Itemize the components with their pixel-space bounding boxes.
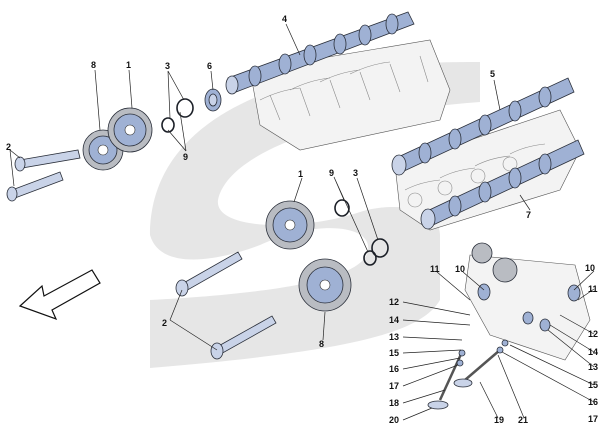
callout-6: 6 [207,61,212,71]
front-direction-arrow-icon [18,269,101,321]
callout-labels: 4 5 6 8 1 3 9 2 7 1 9 3 2 8 11 10 10 11 … [6,14,598,425]
callout-1-upper: 1 [126,60,131,70]
callout-12-left: 12 [389,297,399,307]
callout-14-right: 14 [588,347,598,357]
callout-1-lower: 1 [298,169,303,179]
callout-21: 21 [518,415,528,425]
callout-16-left: 16 [389,364,399,374]
bolts-2-lower [175,251,277,360]
callout-17-right: 17 [588,414,598,424]
callout-15-right: 15 [588,380,598,390]
callout-3-upper: 3 [165,61,170,71]
callout-8-lower: 8 [319,339,324,349]
seal-rings-upper [161,98,194,133]
seal-rings-lower [334,199,389,266]
cam-phaser-1-upper [107,107,153,153]
cam-phaser-1-lower [265,200,315,250]
callout-2-lower: 2 [162,318,167,328]
right-head-assembly [394,109,581,231]
callout-2-upper: 2 [6,142,11,152]
valve-springs [456,339,509,367]
callout-7: 7 [526,210,531,220]
callout-18: 18 [389,398,399,408]
exhaust-valve [453,349,501,388]
intake-valve [427,351,464,410]
lower-right-head-assembly [464,242,591,361]
callout-9-lower: 9 [329,168,334,178]
callout-3-lower: 3 [353,168,358,178]
callout-5: 5 [490,69,495,79]
callout-11-left: 11 [430,264,440,274]
callout-13-right: 13 [588,362,598,372]
callout-16-right: 16 [588,397,598,407]
callout-10-right: 10 [585,263,595,273]
callout-13-left: 13 [389,332,399,342]
cam-phaser-8-lower [298,258,352,312]
callout-9-upper: 9 [183,152,188,162]
camshaft-5 [391,77,575,176]
callout-14-left: 14 [389,315,399,325]
callout-12-right: 12 [588,329,598,339]
callout-19: 19 [494,415,504,425]
callout-15-left: 15 [389,348,399,358]
leader-lines [9,23,595,421]
callout-20: 20 [389,415,399,425]
camshaft-upper [225,11,415,95]
bolts-2-upper [6,149,81,202]
upper-head-assembly [249,39,451,151]
camshaft-end-seal [204,88,222,112]
callout-4: 4 [282,14,287,24]
callout-10-left: 10 [455,264,465,274]
callout-17-left: 17 [389,381,399,391]
callout-8-upper: 8 [91,60,96,70]
gray-swoosh [150,61,480,368]
callout-11-right: 11 [588,284,598,294]
camshaft-7 [420,139,585,230]
